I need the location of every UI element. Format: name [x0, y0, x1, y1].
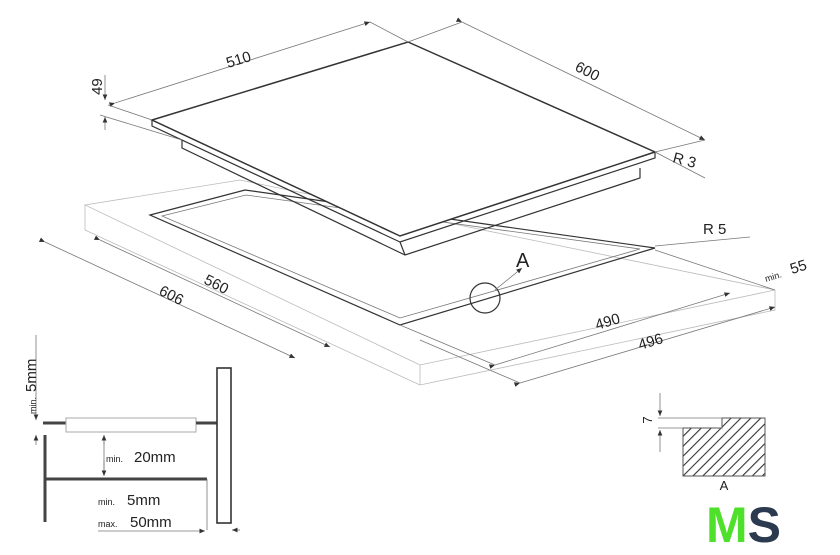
min-55-prefix: min.: [764, 269, 783, 284]
ms-logo: MS: [706, 500, 781, 550]
dim-560-label: 560: [201, 271, 231, 298]
side-installation-detail: min. 5mm min. 20mm min. 5mm max. 50mm: [23, 335, 240, 534]
min-55-value: 55: [788, 257, 809, 278]
gap-min-prefix: min.: [106, 454, 123, 464]
top-min-value: 5mm: [23, 359, 40, 392]
dim-496-label: 496: [636, 330, 665, 354]
wall-max-prefix: max.: [98, 519, 118, 529]
dimension-560: 560: [93, 235, 331, 348]
section-a-label: A: [720, 478, 729, 493]
logo-letter-s: S: [747, 497, 782, 553]
section-a-detail: 7 A: [640, 393, 766, 493]
dimension-min-55: min. 55: [654, 249, 809, 291]
section-a-step: 7: [640, 416, 655, 423]
radius-r3: R 3: [654, 149, 706, 179]
dimension-510: 510: [107, 21, 409, 121]
r3-label: R 3: [671, 149, 698, 171]
detail-a-marker[interactable]: A: [469, 250, 530, 314]
wall-min-prefix: min.: [98, 497, 115, 507]
dim-490-label: 490: [593, 310, 622, 334]
dim-49-label: 49: [89, 78, 106, 95]
logo-letter-m: M: [706, 497, 748, 553]
dimension-49: 49: [89, 75, 183, 141]
top-min-prefix: min.: [28, 397, 38, 414]
radius-r5: R 5: [654, 221, 751, 247]
wall-min-value: 5mm: [127, 492, 160, 509]
detail-a-label: A: [516, 250, 530, 272]
wall-max-value: 50mm: [130, 514, 172, 531]
r5-label: R 5: [703, 221, 726, 238]
dimension-496: 496: [419, 306, 776, 387]
dim-510-label: 510: [224, 48, 253, 72]
gap-min-value: 20mm: [134, 449, 176, 466]
dimension-606: 606: [38, 237, 296, 359]
dim-600-label: 600: [572, 58, 602, 85]
dim-606-label: 606: [156, 282, 186, 309]
